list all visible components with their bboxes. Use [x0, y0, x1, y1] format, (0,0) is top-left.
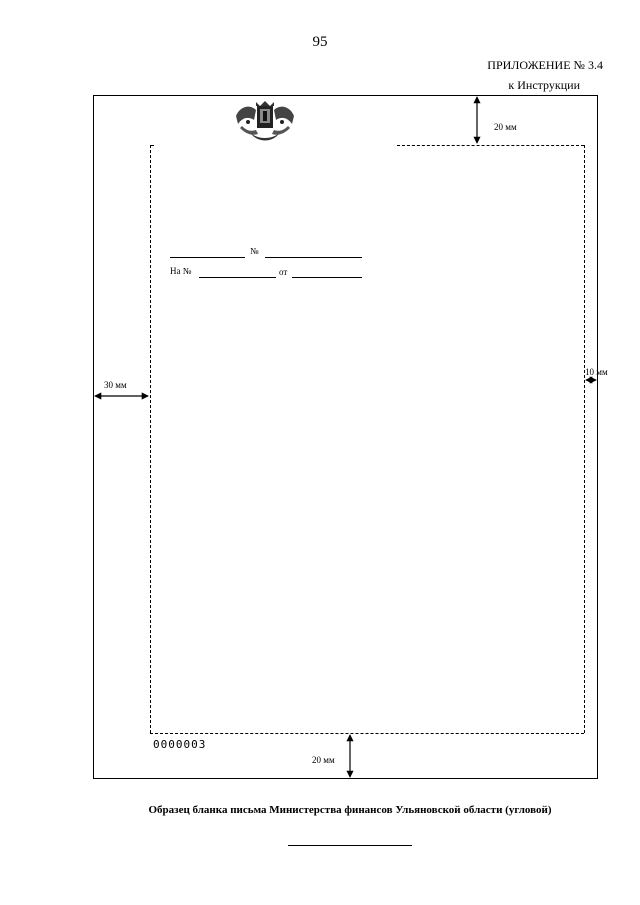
figure-caption: Образец бланка письма Министерства финан… — [148, 804, 552, 816]
writing-area-left-edge — [150, 145, 151, 733]
number-sign-label: № — [250, 246, 259, 256]
left-margin-label: 30 мм — [104, 380, 127, 390]
date-line — [170, 257, 245, 258]
appendix-subtitle: к Инструкции — [508, 78, 580, 92]
page-number: 95 — [312, 34, 328, 50]
writing-area-right-edge — [584, 145, 585, 733]
right-margin-label: 10 мм — [585, 367, 608, 377]
reply-date-line — [292, 277, 362, 278]
letter-sheet — [93, 95, 598, 779]
writing-area-bottom-edge — [150, 733, 584, 734]
bottom-margin-label: 20 мм — [312, 755, 335, 765]
serial-number: 0000003 — [153, 738, 207, 751]
coat-of-arms-icon — [236, 101, 294, 141]
reply-number-line — [199, 277, 276, 278]
closing-rule — [288, 845, 412, 846]
writing-area-top-right-edge — [397, 145, 584, 146]
top-margin-label: 20 мм — [494, 122, 517, 132]
reply-prefix-label: На № — [170, 266, 192, 276]
writing-area-top-left-edge — [150, 145, 154, 146]
number-line — [265, 257, 362, 258]
from-label: от — [279, 267, 288, 277]
appendix-title: ПРИЛОЖЕНИЕ № 3.4 — [487, 58, 603, 72]
